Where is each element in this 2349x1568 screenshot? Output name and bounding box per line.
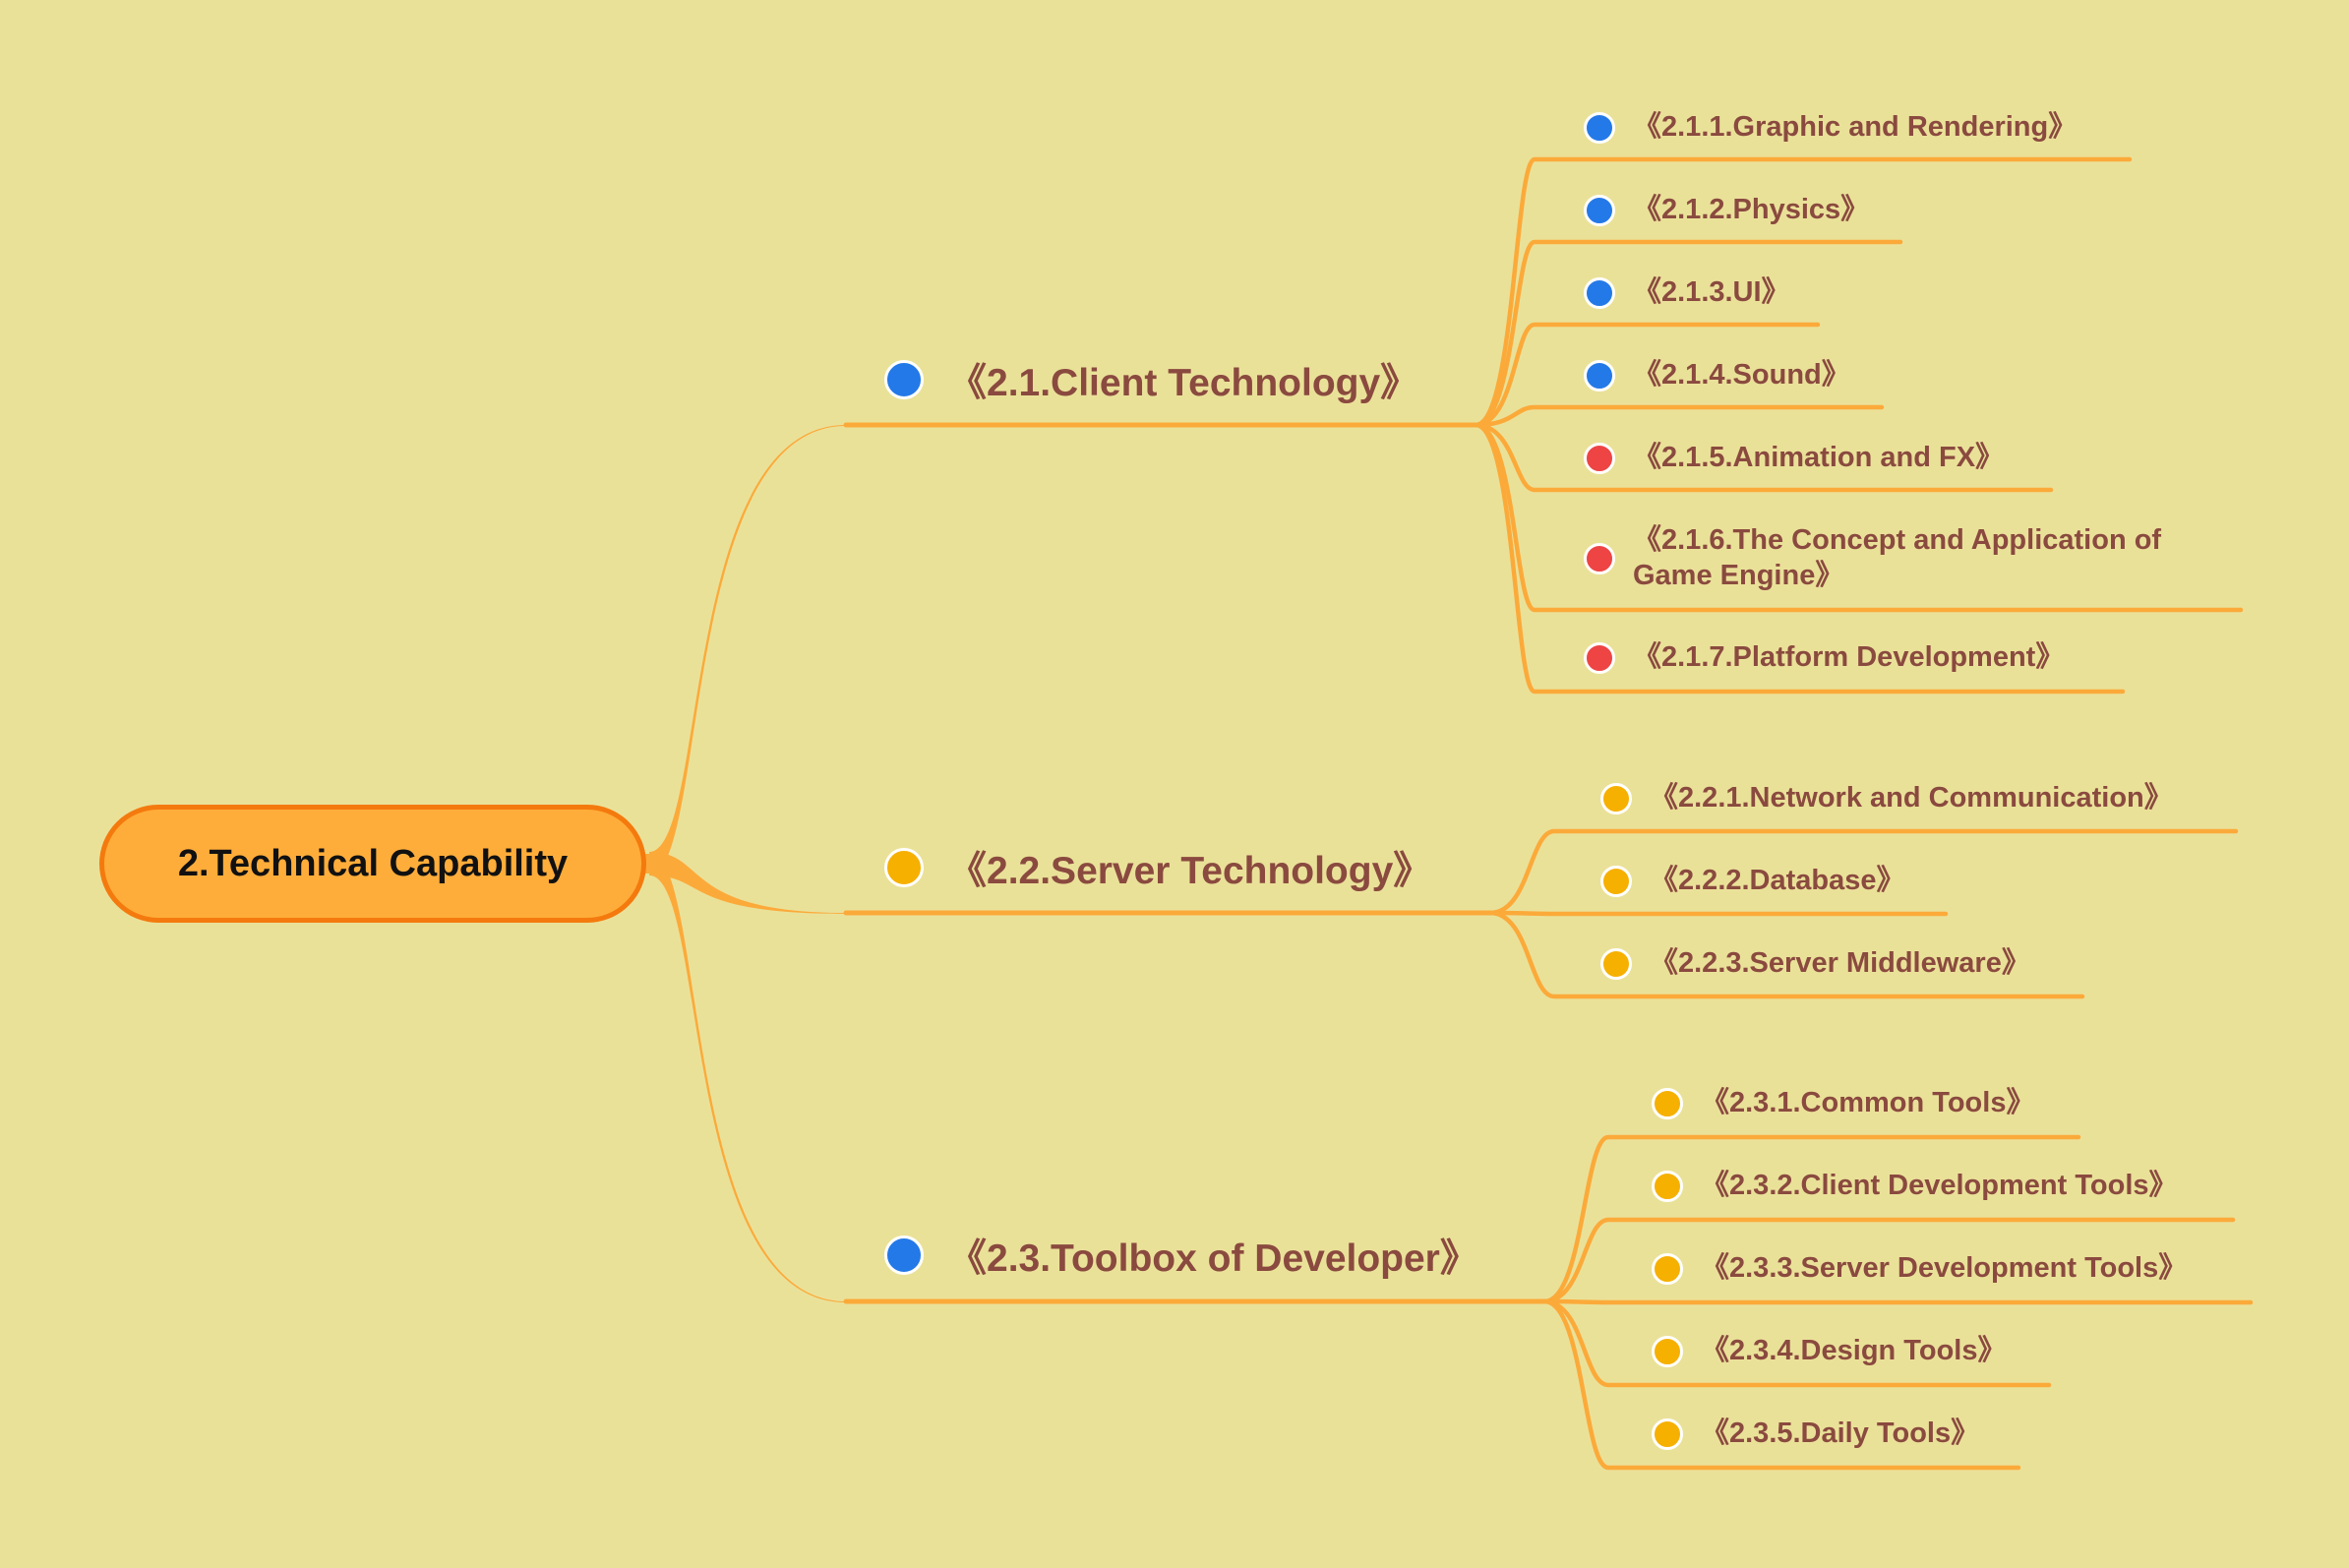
branch-connector bbox=[649, 852, 846, 914]
branch-connector bbox=[1473, 422, 2126, 694]
branch-connector bbox=[1473, 404, 1885, 428]
branch-connector bbox=[649, 852, 846, 1302]
subtopic-marker-icon bbox=[1652, 1336, 1683, 1367]
root-node[interactable]: 2.Technical Capability bbox=[99, 805, 646, 923]
branch-connector bbox=[649, 425, 846, 875]
subtopic-marker-icon bbox=[1584, 543, 1615, 574]
subtopic-marker-icon bbox=[1584, 360, 1615, 392]
subtopic-marker-icon bbox=[1584, 195, 1615, 226]
client-marker-icon bbox=[884, 360, 924, 399]
server-marker-icon bbox=[884, 848, 924, 887]
subtopic-label: 《2.1.1.Graphic and Rendering》 bbox=[1633, 111, 2078, 143]
subtopic-marker-icon bbox=[1600, 866, 1632, 897]
subtopic-label: 《2.2.1.Network and Communication》 bbox=[1650, 782, 2173, 814]
subtopic-label: 《2.1.7.Platform Development》 bbox=[1633, 641, 2065, 673]
subtopic-label: 《2.3.4.Design Tools》 bbox=[1701, 1335, 2007, 1366]
branch-connector bbox=[1473, 156, 2133, 428]
subtopic-marker-icon bbox=[1584, 443, 1615, 474]
branch-connector bbox=[1487, 910, 2085, 999]
subtopic-label: 《2.1.3.UI》 bbox=[1633, 276, 1790, 308]
subtopic-marker-icon bbox=[1652, 1253, 1683, 1285]
subtopic-label: 《2.3.1.Common Tools》 bbox=[1701, 1087, 2035, 1118]
subtopic-label: 《2.1.5.Animation and FX》 bbox=[1633, 442, 2005, 473]
topic-server-label: 《2.2.Server Technology》 bbox=[948, 850, 1432, 892]
topic-client-label: 《2.1.Client Technology》 bbox=[948, 362, 1419, 404]
branch-connector bbox=[1473, 422, 2054, 493]
subtopic-marker-icon bbox=[1584, 112, 1615, 144]
subtopic-label: 《2.1.6.The Concept and Application of bbox=[1633, 524, 2162, 556]
subtopic-label: 《2.2.3.Server Middleware》 bbox=[1650, 947, 2030, 979]
branch-connector bbox=[1473, 239, 1903, 428]
branch-connector bbox=[1541, 1298, 2021, 1471]
subtopic-label: 《2.1.4.Sound》 bbox=[1633, 359, 1850, 391]
subtopic-marker-icon bbox=[1584, 277, 1615, 309]
branch-connector bbox=[1541, 1134, 2081, 1304]
subtopic-marker-icon bbox=[1600, 948, 1632, 980]
subtopic-marker-icon bbox=[1652, 1171, 1683, 1202]
branch-connector bbox=[1487, 828, 2239, 916]
subtopic-marker-icon bbox=[1584, 642, 1615, 674]
root-label: 2.Technical Capability bbox=[177, 842, 569, 884]
subtopic-label-line2: Game Engine》 bbox=[1633, 560, 1844, 591]
subtopic-marker-icon bbox=[1652, 1418, 1683, 1450]
subtopic-label: 《2.3.3.Server Development Tools》 bbox=[1701, 1252, 2188, 1284]
branch-connector bbox=[1541, 1298, 2052, 1388]
branch-connector bbox=[1473, 322, 1821, 428]
subtopic-label: 《2.3.5.Daily Tools》 bbox=[1701, 1417, 1980, 1449]
topic-toolbox-label: 《2.3.Toolbox of Developer》 bbox=[948, 1237, 1478, 1280]
branch-connector bbox=[1487, 910, 1949, 917]
toolbox-marker-icon bbox=[884, 1236, 924, 1275]
branch-connector bbox=[1541, 1217, 2236, 1304]
subtopic-label: 《2.3.2.Client Development Tools》 bbox=[1701, 1170, 2178, 1201]
subtopic-marker-icon bbox=[1600, 783, 1632, 814]
subtopic-marker-icon bbox=[1652, 1088, 1683, 1119]
branch-connector bbox=[1541, 1298, 2254, 1305]
subtopic-label: 《2.1.2.Physics》 bbox=[1633, 194, 1870, 225]
subtopic-label: 《2.2.2.Database》 bbox=[1650, 865, 1905, 896]
